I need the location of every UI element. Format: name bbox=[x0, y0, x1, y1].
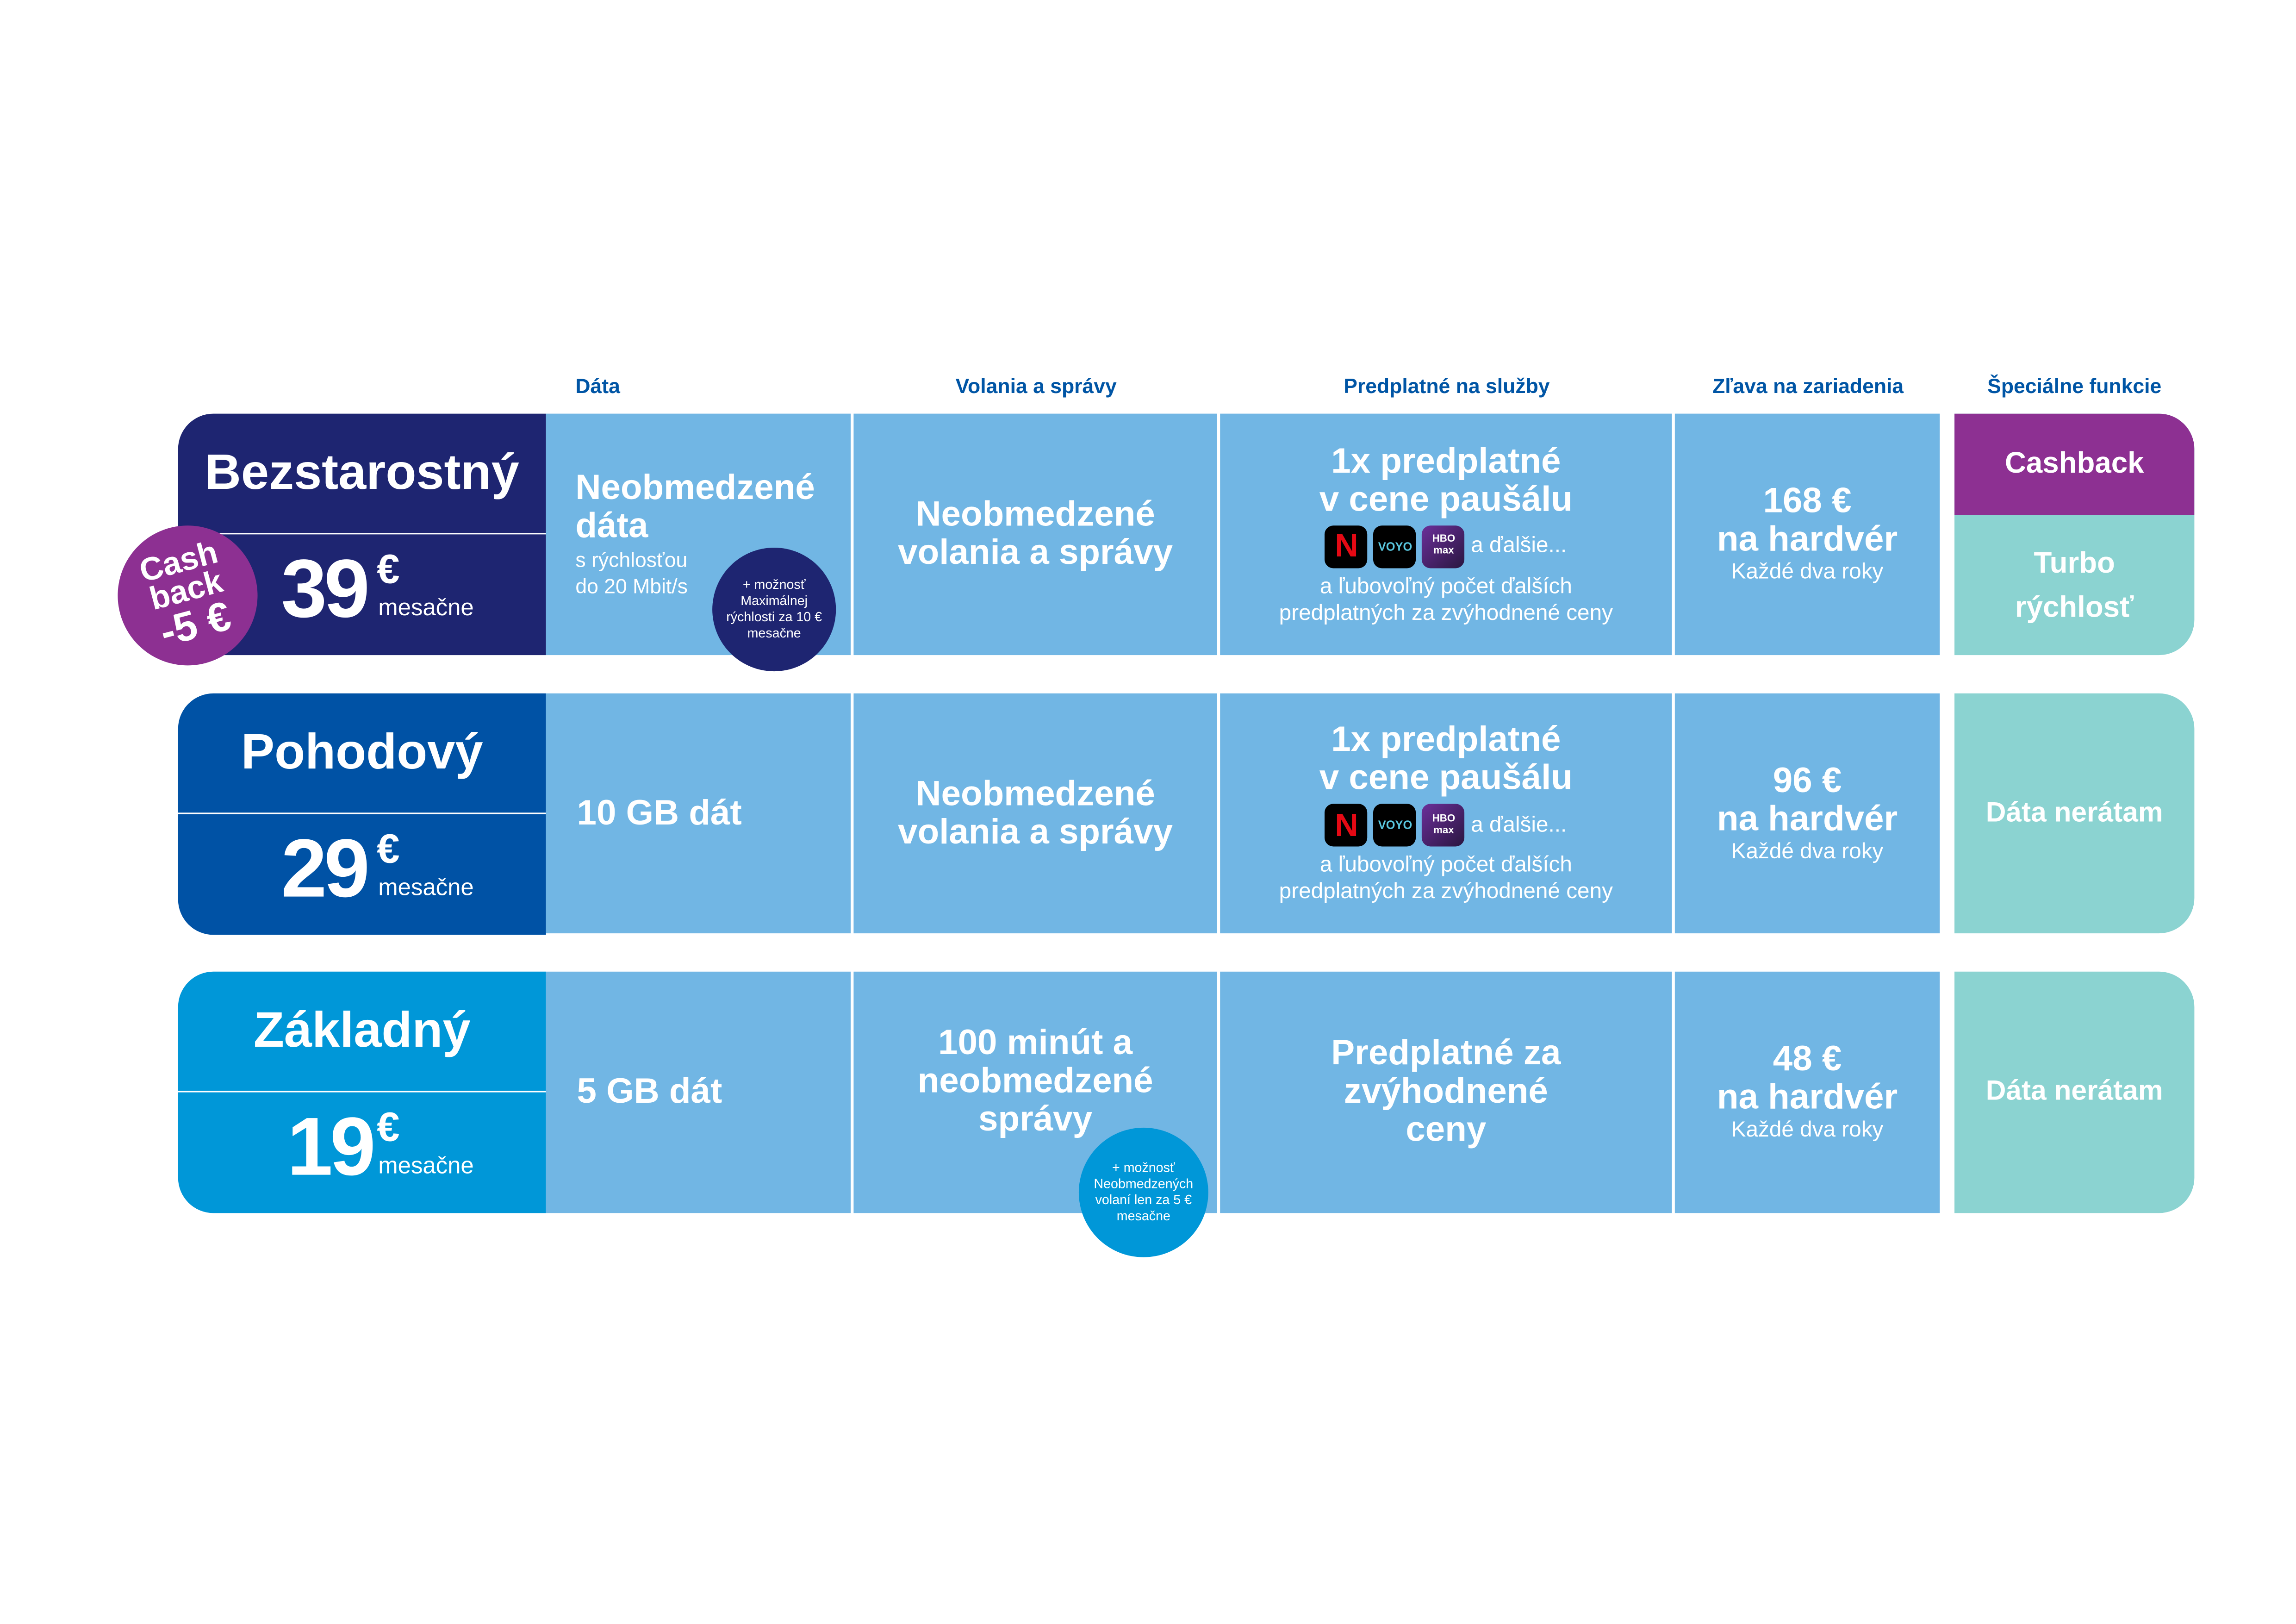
special-turbo: Turbo rýchlosť bbox=[1954, 515, 2194, 655]
price-currency: € bbox=[377, 546, 400, 592]
plan-pohodovy[interactable]: Pohodový 29 € mesačne bbox=[178, 693, 546, 935]
subs-cell: 1x predplatné v cene paušálu N VOYO HBO … bbox=[1220, 413, 1672, 656]
data-cell: 5 GB dát bbox=[546, 971, 851, 1213]
header-data: Dáta bbox=[575, 374, 620, 398]
subs-title: v cene paušálu bbox=[1319, 758, 1573, 798]
plan-name: Pohodový bbox=[178, 693, 546, 814]
calls-cell: Neobmedzené volania a správy bbox=[853, 693, 1217, 934]
price-period: mesačne bbox=[378, 876, 474, 901]
price-period: mesačne bbox=[378, 596, 474, 621]
data-cell: 10 GB dát bbox=[546, 693, 851, 934]
service-logos: N VOYO HBO max a ďalšie... bbox=[1325, 525, 1567, 568]
hbo-max-icon: HBO max bbox=[1422, 804, 1465, 847]
price-value: 19 bbox=[287, 1099, 376, 1193]
plan-name: Bezstarostný bbox=[178, 414, 546, 535]
header-calls: Volania a správy bbox=[955, 374, 1117, 398]
discount-cell: 168 € na hardvér Každé dva roky bbox=[1674, 413, 1940, 656]
price-value: 39 bbox=[281, 542, 370, 635]
voyo-icon: VOYO bbox=[1374, 525, 1417, 568]
data-addon-badge: + možnosť Maximálnej rýchlosti za 10 € m… bbox=[712, 547, 836, 672]
price-currency: € bbox=[377, 825, 400, 872]
header-discount: Zľava na zariadenia bbox=[1712, 374, 1904, 398]
discount-period: Každé dva roky bbox=[1731, 838, 1884, 864]
special-text: Turbo bbox=[2034, 547, 2115, 580]
netflix-icon: N bbox=[1325, 804, 1368, 847]
special-cashback: Cashback bbox=[1954, 413, 2195, 515]
plan-name: Základný bbox=[178, 972, 546, 1093]
subs-title: 1x predplatné bbox=[1331, 441, 1561, 481]
special-cell: Cashback Turbo rýchlosť bbox=[1954, 413, 2195, 656]
subs-note: a ľubovoľný počet ďalších bbox=[1319, 852, 1572, 878]
calls-cell: Neobmedzené volania a správy bbox=[853, 413, 1217, 656]
subs-cell: Predplatné za zvýhodnené ceny bbox=[1220, 971, 1672, 1213]
discount-amount: 48 € bbox=[1773, 1039, 1842, 1079]
discount-label: na hardvér bbox=[1717, 1077, 1898, 1118]
netflix-icon: N bbox=[1325, 525, 1368, 568]
voyo-icon: VOYO bbox=[1374, 804, 1417, 847]
discount-amount: 168 € bbox=[1763, 481, 1852, 521]
discount-period: Každé dva roky bbox=[1731, 559, 1884, 585]
discount-period: Každé dva roky bbox=[1731, 1117, 1884, 1143]
discount-cell: 96 € na hardvér Každé dva roky bbox=[1674, 693, 1940, 934]
special-text: rýchlosť bbox=[2015, 591, 2134, 624]
subs-note: predplatných za zvýhodnené ceny bbox=[1279, 879, 1613, 904]
subs-more: a ďalšie... bbox=[1471, 812, 1567, 837]
header-special: Špeciálne funkcie bbox=[1987, 374, 2162, 398]
subs-note: predplatných za zvýhodnené ceny bbox=[1279, 600, 1613, 625]
price-currency: € bbox=[377, 1104, 400, 1150]
plan-price: 29 € mesačne bbox=[178, 814, 546, 935]
subs-title: v cene paušálu bbox=[1319, 479, 1573, 519]
plan-zakladny[interactable]: Základný 19 € mesačne bbox=[178, 971, 546, 1213]
special-cell: Dáta nerátam bbox=[1954, 971, 2195, 1213]
subs-more: a ďalšie... bbox=[1471, 533, 1567, 558]
price-value: 29 bbox=[281, 821, 370, 914]
special-cell: Dáta nerátam bbox=[1954, 693, 2195, 934]
calls-addon-badge: + možnosť Neobmedzených volaní len za 5 … bbox=[1078, 1127, 1208, 1257]
discount-label: na hardvér bbox=[1717, 799, 1898, 839]
subs-note: a ľubovoľný počet ďalších bbox=[1319, 573, 1572, 599]
data-sub: s rýchlosťou bbox=[575, 547, 688, 571]
data-title: Neobmedzené dáta bbox=[575, 468, 815, 546]
plan-price: 39 € mesačne bbox=[178, 534, 546, 655]
plan-price: 19 € mesačne bbox=[178, 1093, 546, 1213]
price-period: mesačne bbox=[378, 1154, 474, 1180]
discount-cell: 48 € na hardvér Každé dva roky bbox=[1674, 971, 1940, 1213]
subs-cell: 1x predplatné v cene paušálu N VOYO HBO … bbox=[1220, 693, 1672, 934]
data-sub: do 20 Mbit/s bbox=[575, 574, 688, 598]
subs-title: 1x predplatné bbox=[1331, 720, 1561, 760]
hbo-max-icon: HBO max bbox=[1422, 525, 1465, 568]
header-subs: Predplatné na služby bbox=[1344, 374, 1550, 398]
discount-label: na hardvér bbox=[1717, 519, 1898, 560]
discount-amount: 96 € bbox=[1773, 760, 1842, 800]
service-logos: N VOYO HBO max a ďalšie... bbox=[1325, 804, 1567, 847]
